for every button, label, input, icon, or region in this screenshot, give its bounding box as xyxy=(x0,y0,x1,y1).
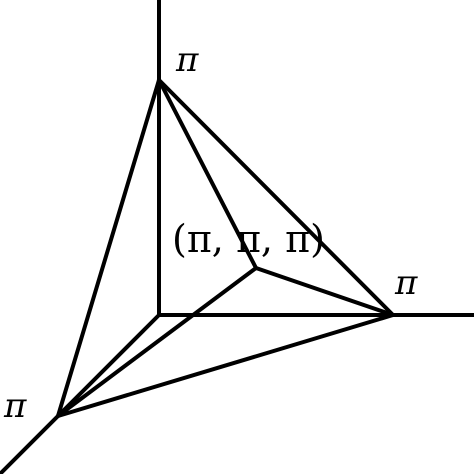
edge-top-inner xyxy=(157,78,258,270)
edge-right-inner xyxy=(254,266,395,317)
y-axis-line xyxy=(0,313,161,474)
left-vertex-label: π xyxy=(3,386,27,426)
edge-left-inner xyxy=(56,266,258,418)
top-vertex-label: π xyxy=(175,40,199,80)
edge-top-left xyxy=(56,78,161,418)
inner-point-label: (π, π, π) xyxy=(172,217,325,261)
right-vertex-label: π xyxy=(394,263,418,303)
edge-top-right xyxy=(157,78,395,317)
edge-left-right xyxy=(56,313,395,418)
